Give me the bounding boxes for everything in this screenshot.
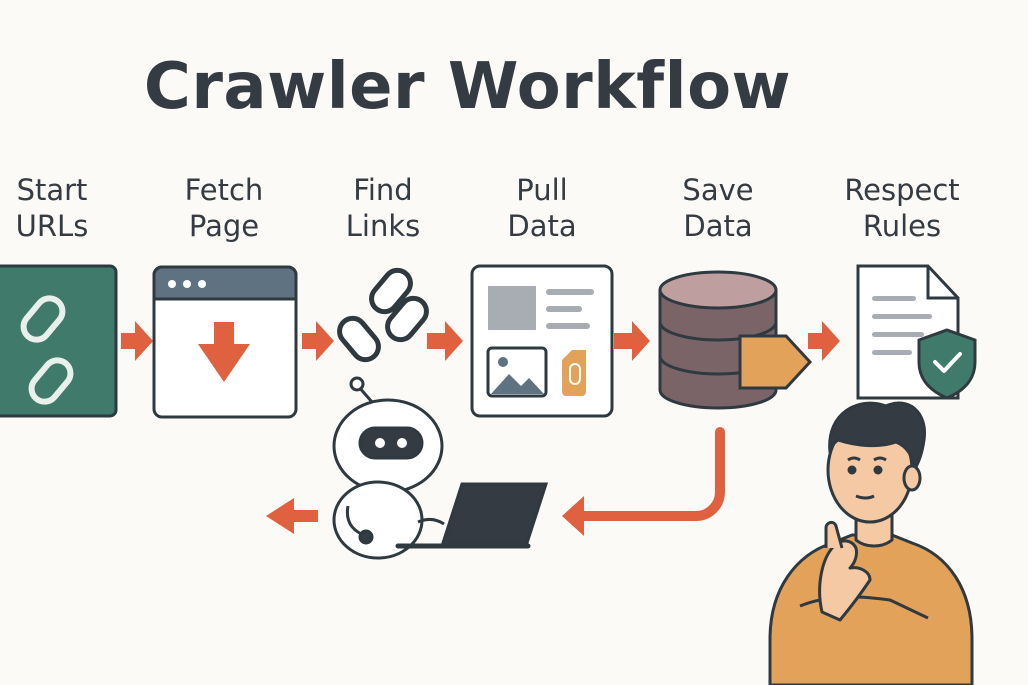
link-icon (0, 264, 118, 418)
arrow-right-icon (427, 321, 463, 361)
step-label-line: Find (353, 173, 413, 207)
chain-links-icon (337, 267, 429, 363)
step-label-line: Fetch (184, 173, 264, 207)
arrow-right-icon (302, 321, 334, 361)
step-label-line: Save (682, 173, 754, 207)
arrow-right-icon (121, 321, 153, 361)
step-label-start-urls: Start URLs (0, 172, 132, 244)
laptop-icon (395, 482, 549, 549)
thinking-person-icon (768, 401, 974, 685)
arrow-left-icon (266, 498, 318, 534)
step-label-pull-data: Pull Data (462, 172, 622, 244)
step-label-line: Pull (516, 173, 568, 207)
step-label-line: Page (188, 209, 260, 243)
step-label-line: Start (16, 173, 88, 207)
step-label-line: Data (507, 209, 577, 243)
robot-icon (332, 376, 444, 560)
arrow-right-icon (808, 321, 840, 361)
step-label-line: Rules (862, 209, 942, 243)
browser-download-icon (152, 265, 298, 419)
step-label-save-data: Save Data (638, 172, 798, 244)
step-label-line: Respect (844, 173, 960, 207)
document-shield-icon (856, 264, 977, 400)
step-label-line: Data (683, 209, 753, 243)
step-label-line: Links (345, 209, 421, 243)
step-label-fetch-page: Fetch Page (144, 172, 304, 244)
return-path-line (575, 427, 725, 521)
step-label-find-links: Find Links (303, 172, 463, 244)
diagram-title: Crawler Workflow (143, 50, 792, 124)
arrow-left-icon (562, 496, 584, 536)
step-label-line: URLs (15, 209, 89, 243)
step-label-respect-rules: Respect Rules (822, 172, 982, 244)
arrow-right-icon (614, 321, 650, 361)
document-extract-icon (470, 264, 614, 418)
database-icon (658, 270, 813, 410)
